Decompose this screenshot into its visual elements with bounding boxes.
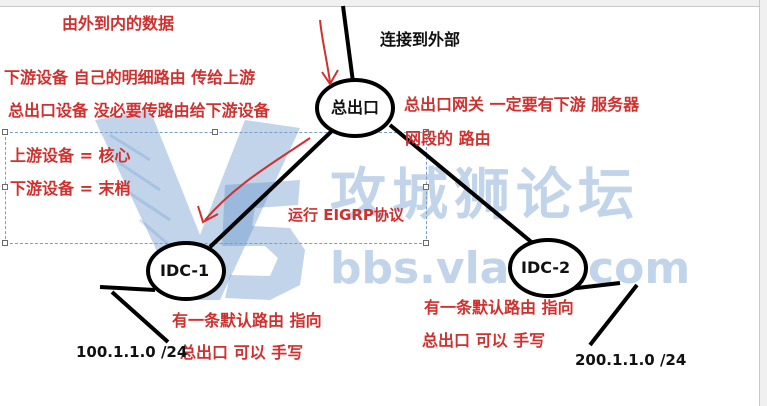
- note-idc2-default-route: 有一条默认路由 指向: [424, 298, 574, 317]
- link-idc2-net2: [588, 283, 639, 347]
- resize-handle-l[interactable]: [2, 184, 8, 190]
- note-core-no-route: 总出口设备 没必要传路由给下游设备: [8, 101, 270, 120]
- note-downstream-detail: 下游设备 自己的明细路由 传给上游: [4, 68, 256, 87]
- note-idc2-manual: 总出口 可以 手写: [422, 331, 546, 350]
- idc1-node-label: IDC-1: [160, 261, 210, 280]
- connect-external-label: 连接到外部: [380, 30, 461, 49]
- title-data-direction: 由外到内的数据: [62, 14, 175, 33]
- window-right-edge: [759, 0, 767, 406]
- idc2-node-ellipse: [508, 238, 588, 298]
- note-gateway-line1: 总出口网关 一定要有下游 服务器: [404, 95, 640, 114]
- note-idc1-manual: 总出口 可以 手写: [180, 343, 304, 362]
- core-node-label: 总出口: [331, 98, 380, 117]
- resize-handle-t[interactable]: [212, 129, 218, 135]
- note-downstream-edge: 下游设备 = 末梢: [10, 179, 131, 198]
- note-upstream-core: 上游设备 = 核心: [10, 146, 131, 165]
- resize-handle-tr[interactable]: [423, 129, 429, 135]
- note-gateway-line2: 网段的 路由: [405, 129, 491, 148]
- red-arrow-diag: [204, 137, 311, 221]
- network-100-label: 100.1.1.0 /24: [76, 343, 188, 361]
- core-node-ellipse: [315, 78, 395, 138]
- resize-handle-r[interactable]: [423, 184, 429, 190]
- red-arrow-down: [319, 19, 331, 83]
- link-idc1-net1: [110, 290, 170, 344]
- idc2-node-label: IDC-2: [521, 258, 571, 277]
- note-idc1-default-route: 有一条默认路由 指向: [172, 311, 322, 330]
- link-core-idc2: [388, 123, 537, 247]
- watermark-chinese-text: 攻城狮论坛: [330, 163, 640, 228]
- link-core-idc1: [208, 126, 337, 249]
- link-idc1-net1-a: [99, 285, 156, 292]
- window-top-edge: [0, 0, 767, 7]
- resize-handle-bl[interactable]: [2, 240, 8, 246]
- uplink-external: [341, 5, 355, 83]
- resize-handle-br[interactable]: [423, 240, 429, 246]
- network-200-label: 200.1.1.0 /24: [575, 351, 687, 369]
- resize-handle-tl[interactable]: [2, 129, 8, 135]
- idc1-node-ellipse: [146, 241, 226, 301]
- note-eigrp: 运行 EIGRP协议: [288, 206, 404, 224]
